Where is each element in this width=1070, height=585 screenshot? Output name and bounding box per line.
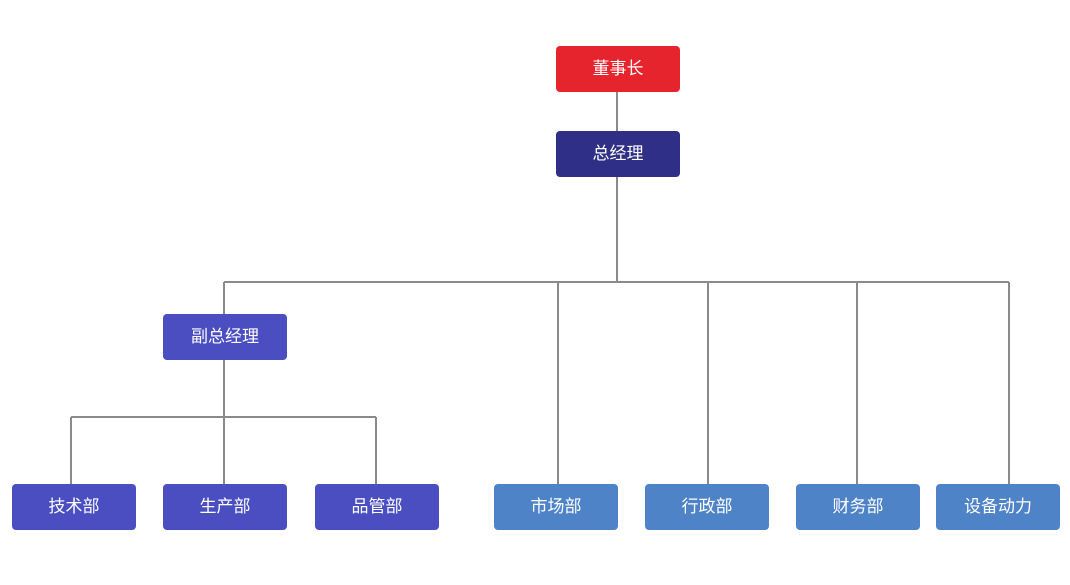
node-marketing-department[interactable]: 市场部 xyxy=(494,484,618,530)
node-technology-department[interactable]: 技术部 xyxy=(12,484,136,530)
node-general-manager[interactable]: 总经理 xyxy=(556,131,680,177)
node-chairman[interactable]: 董事长 xyxy=(556,46,680,92)
node-quality-control-department[interactable]: 品管部 xyxy=(315,484,439,530)
node-finance-department[interactable]: 财务部 xyxy=(796,484,920,530)
node-deputy-general-manager[interactable]: 副总经理 xyxy=(163,314,287,360)
node-production-department[interactable]: 生产部 xyxy=(163,484,287,530)
node-administration-department[interactable]: 行政部 xyxy=(645,484,769,530)
node-equipment-power-department[interactable]: 设备动力 xyxy=(936,484,1060,530)
